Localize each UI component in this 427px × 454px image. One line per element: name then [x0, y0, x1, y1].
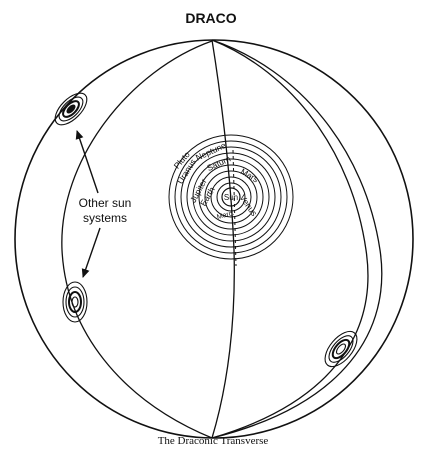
- orbit-neptune: [174, 140, 288, 254]
- inner-lune-arc: [61, 40, 213, 439]
- orbit-venus: [210, 176, 252, 218]
- celestial-sphere: [14, 39, 414, 439]
- arrow-to-lower-system: [81, 227, 101, 278]
- orbit-jupiter: [192, 158, 270, 236]
- orbit-pluto: [168, 134, 294, 260]
- other-sun-system-upper: [54, 92, 88, 126]
- orbit-uranus: [180, 146, 282, 248]
- solar-system: [168, 134, 294, 260]
- arrow-to-upper-system: [75, 130, 99, 194]
- diagram-title: DRACO: [185, 10, 236, 26]
- diagram-caption: The Draconic Transverse: [158, 435, 269, 447]
- sun-disk: [221, 187, 241, 207]
- other-sun-system-right: [324, 330, 358, 368]
- orbit-mars: [198, 164, 264, 230]
- orbit-earth: [204, 170, 258, 224]
- annotation-line-2: systems: [83, 211, 127, 225]
- right-band-outer: [211, 39, 383, 439]
- orbit-mercury: [216, 182, 246, 212]
- annotation-line-1: Other sun: [79, 196, 132, 210]
- central-meridian: [211, 39, 235, 439]
- orbit-saturn: [186, 152, 276, 242]
- other-sun-system-lower: [62, 281, 88, 323]
- right-band-inner: [211, 39, 369, 439]
- label-mercury: Merc.: [216, 210, 235, 221]
- label-sun: Sun: [224, 193, 238, 202]
